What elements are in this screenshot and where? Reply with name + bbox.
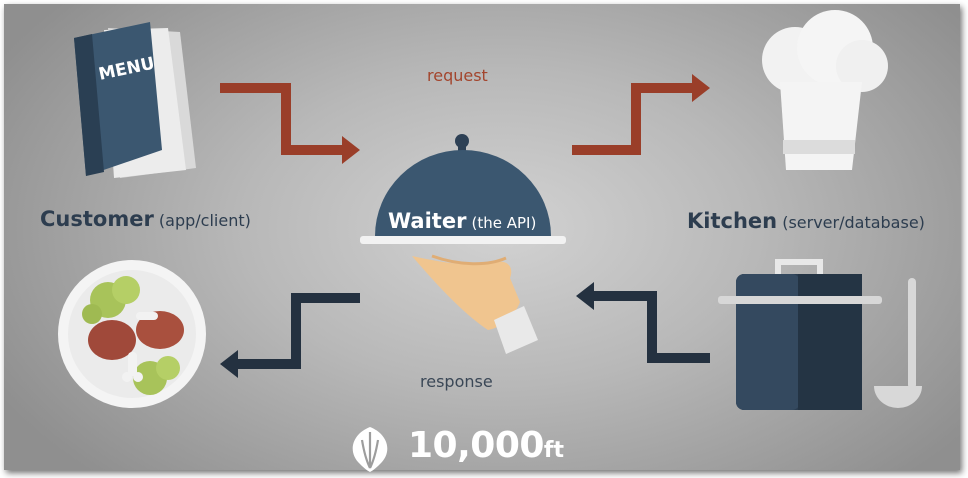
waiter-note: (the API) <box>471 214 537 232</box>
cooking-pot-icon <box>718 259 882 410</box>
response-arrow-left <box>220 293 360 378</box>
response-label: response <box>420 372 493 391</box>
ladle-icon <box>874 278 922 408</box>
food-plate-icon <box>58 260 206 408</box>
customer-note: (app/client) <box>158 211 251 230</box>
serving-hand-icon <box>412 254 538 354</box>
menu-icon: MENU <box>74 22 196 178</box>
response-arrow-right <box>576 282 710 363</box>
brand-number: 10,000 <box>408 424 544 466</box>
kitchen-note: (server/database) <box>782 213 925 232</box>
request-label: request <box>427 66 488 85</box>
customer-label: Customer (app/client) <box>40 207 251 231</box>
response-text: response <box>420 372 493 391</box>
waiter-label: Waiter (the API) <box>388 209 536 233</box>
waiter-role: Waiter <box>388 209 467 233</box>
request-text: request <box>427 66 488 85</box>
brand: 10,000ft <box>348 420 564 470</box>
brand-unit: ft <box>543 437 565 463</box>
request-arrow-right <box>572 74 710 155</box>
request-arrow-left <box>220 83 360 164</box>
kitchen-label: Kitchen (server/database) <box>687 209 925 233</box>
kitchen-role: Kitchen <box>687 209 778 233</box>
brand-wordmark: 10,000ft <box>408 425 564 466</box>
customer-role: Customer <box>40 207 154 231</box>
chef-hat-icon <box>762 10 888 170</box>
cloche-icon <box>360 134 566 244</box>
brand-logo-icon <box>352 427 388 472</box>
